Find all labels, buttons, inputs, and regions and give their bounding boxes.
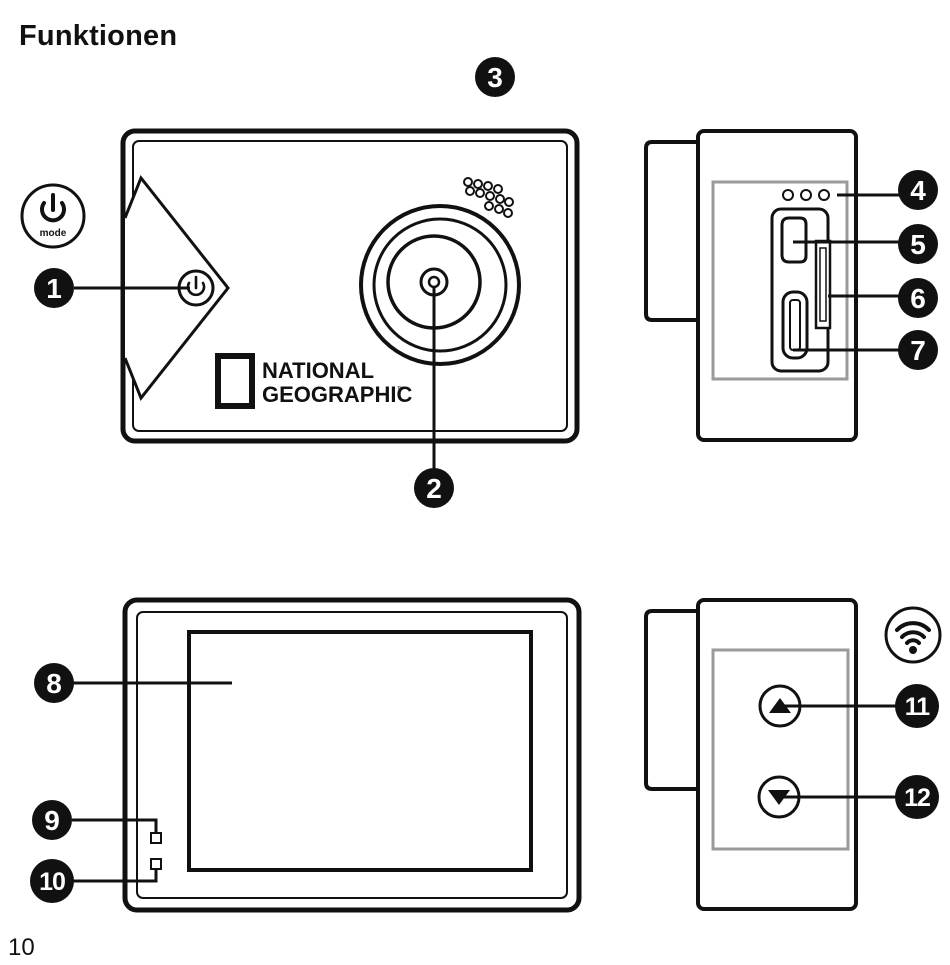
side-view-ports — [644, 129, 858, 442]
back-view — [122, 597, 582, 913]
brand-logo: NATIONAL GEOGRAPHIC ™ — [215, 353, 412, 409]
microsd-slot — [814, 239, 832, 330]
side2-lens-housing — [644, 609, 698, 791]
power-mode-symbol: mode — [20, 183, 86, 249]
status-leds — [782, 189, 830, 201]
side-lens-housing — [644, 140, 698, 322]
led-indicator-2 — [150, 858, 162, 870]
side-view-buttons — [644, 598, 858, 911]
callout-9: 9 — [32, 800, 72, 840]
svg-text:8: 8 — [46, 668, 62, 699]
svg-text:4: 4 — [910, 175, 926, 206]
leader-lines — [72, 193, 904, 883]
side2-button-panel — [711, 648, 850, 851]
wifi-icon — [895, 621, 931, 645]
svg-text:7: 7 — [910, 335, 926, 366]
usb-port — [780, 216, 808, 264]
callouts: 1 2 3 4 5 6 7 8 — [30, 57, 939, 903]
svg-text:10: 10 — [39, 868, 65, 896]
svg-text:9: 9 — [44, 805, 60, 836]
callout-11: 11 — [895, 684, 939, 728]
front-body-outer — [120, 128, 580, 444]
brand-line-1: NATIONAL — [262, 358, 374, 383]
callout-7: 7 — [898, 330, 938, 370]
callout-4: 4 — [898, 170, 938, 210]
wifi-symbol — [884, 606, 942, 664]
display-screen — [187, 630, 533, 872]
back-body-outer — [122, 597, 582, 913]
callout-12: 12 — [895, 775, 939, 819]
callout-1: 1 — [34, 268, 74, 308]
hdmi-port — [781, 290, 809, 360]
microphone-holes — [463, 177, 514, 218]
side-port-panel — [711, 180, 849, 381]
svg-text:2: 2 — [426, 473, 442, 504]
svg-text:12: 12 — [904, 784, 930, 812]
side2-body — [696, 598, 858, 911]
lens — [359, 204, 521, 366]
svg-text:1: 1 — [46, 273, 62, 304]
brand-trademark: ™ — [397, 385, 405, 394]
svg-text:5: 5 — [910, 229, 926, 260]
led-indicator-1 — [150, 832, 162, 844]
callout-6: 6 — [898, 278, 938, 318]
callout-2: 2 — [414, 468, 454, 508]
front-view: NATIONAL GEOGRAPHIC ™ — [120, 128, 580, 444]
svg-text:3: 3 — [487, 62, 503, 93]
back-body-inner — [136, 611, 568, 899]
callout-8: 8 — [34, 663, 74, 703]
mode-label: mode — [40, 228, 67, 239]
svg-text:11: 11 — [905, 693, 931, 721]
page-title: Funktionen — [19, 20, 178, 52]
callout-5: 5 — [898, 224, 938, 264]
power-icon — [40, 193, 66, 223]
svg-text:6: 6 — [910, 283, 926, 314]
page-number: 10 — [8, 934, 35, 961]
brand-line-2: GEOGRAPHIC — [262, 382, 412, 407]
callout-3: 3 — [475, 57, 515, 97]
callout-10: 10 — [30, 859, 74, 903]
